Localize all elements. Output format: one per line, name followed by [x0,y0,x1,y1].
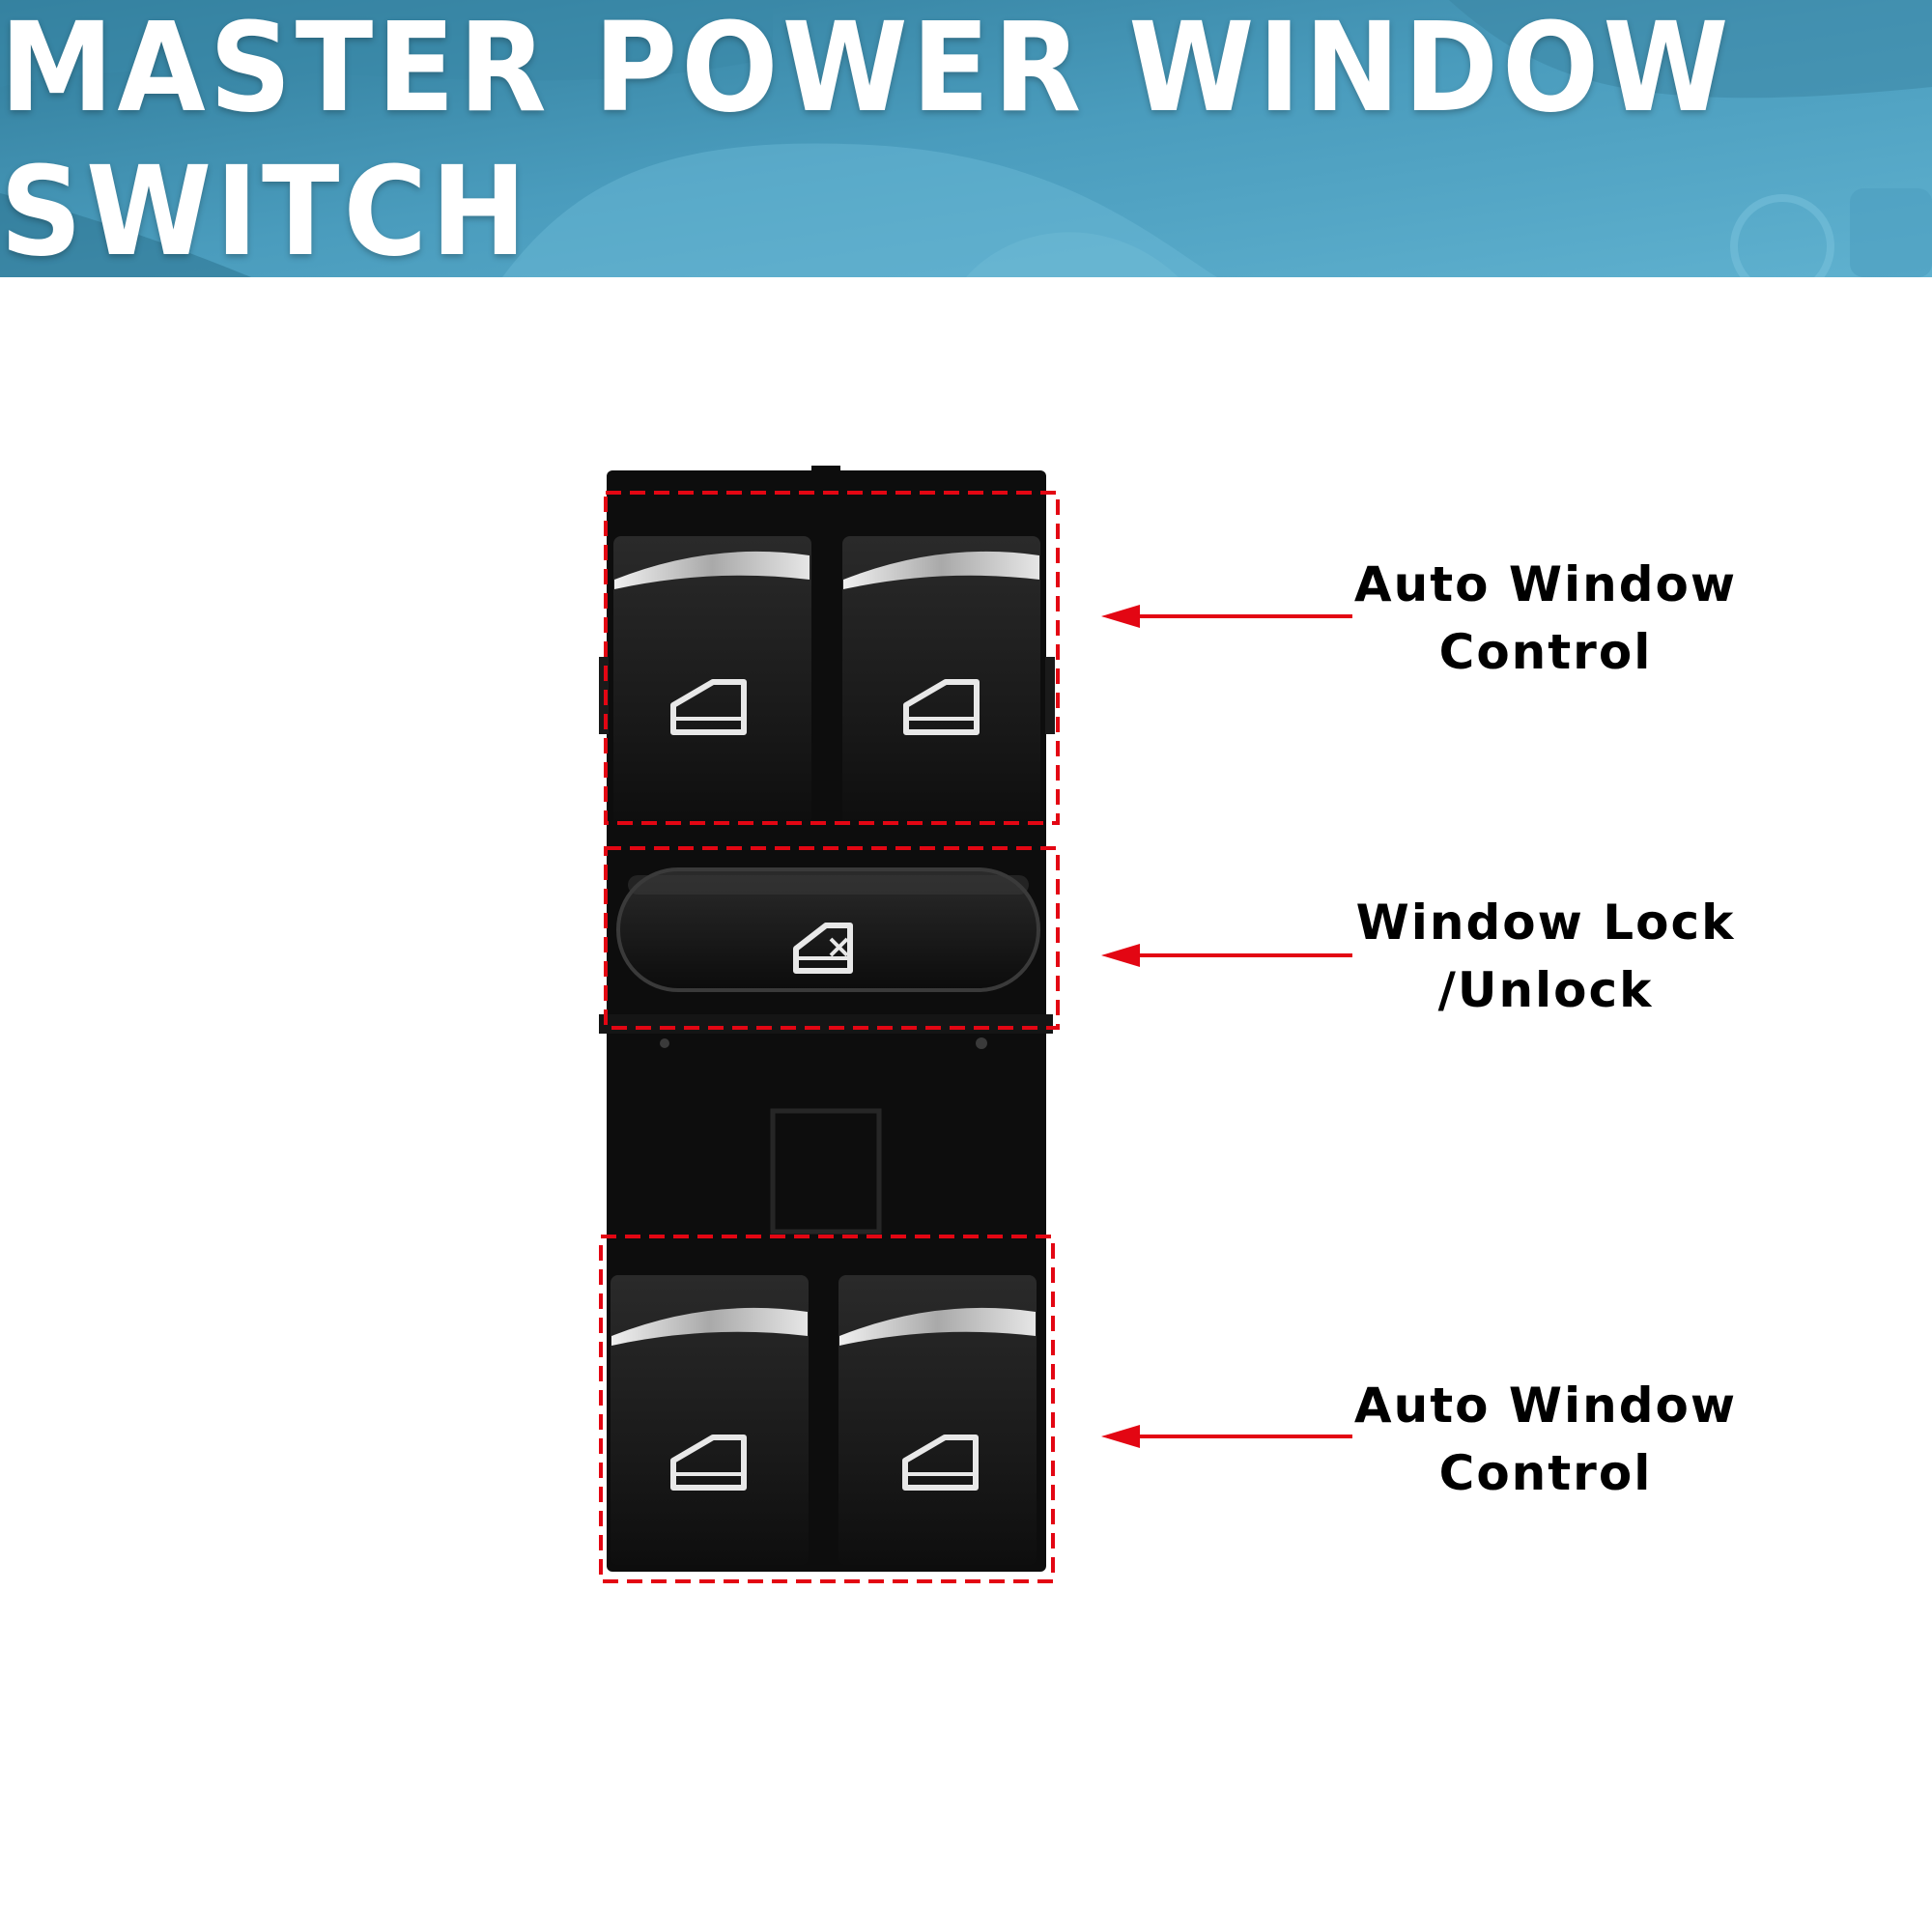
rear-right-window-switch[interactable] [838,1275,1037,1565]
callout-window-lock-unlock: Window Lock /Unlock [1314,889,1777,1024]
window-lock-button[interactable] [616,867,1040,992]
callout-line: Window Lock [1355,895,1736,951]
car-window-icon [902,1435,979,1491]
callout-line: /Unlock [1437,962,1654,1018]
rear-left-window-switch[interactable] [611,1275,809,1565]
car-window-icon [670,1435,747,1491]
banner-background [0,0,1932,277]
callout-line: Auto Window [1353,1378,1738,1434]
highlight-box-front-switches [604,491,1060,825]
arrow-icon [1101,605,1352,628]
title-banner: MASTER POWER WINDOW SWITCH [0,0,1932,277]
window-lock-icon [793,923,853,974]
car-window-icon [903,679,980,735]
arrow-icon [1101,1425,1352,1448]
highlight-box-lock-button [604,846,1060,1030]
front-right-window-switch[interactable] [842,536,1040,826]
page-title: MASTER POWER WINDOW SWITCH [0,0,1733,277]
callout-auto-window-control-front: Auto Window Control [1314,551,1777,686]
callout-line: Control [1438,1445,1653,1501]
highlight-box-rear-switches [599,1235,1055,1583]
callout-line: Control [1438,624,1653,680]
arrow-icon [1101,944,1352,967]
callout-auto-window-control-rear: Auto Window Control [1314,1372,1777,1507]
car-window-icon [670,679,747,735]
callout-line: Auto Window [1353,556,1738,612]
